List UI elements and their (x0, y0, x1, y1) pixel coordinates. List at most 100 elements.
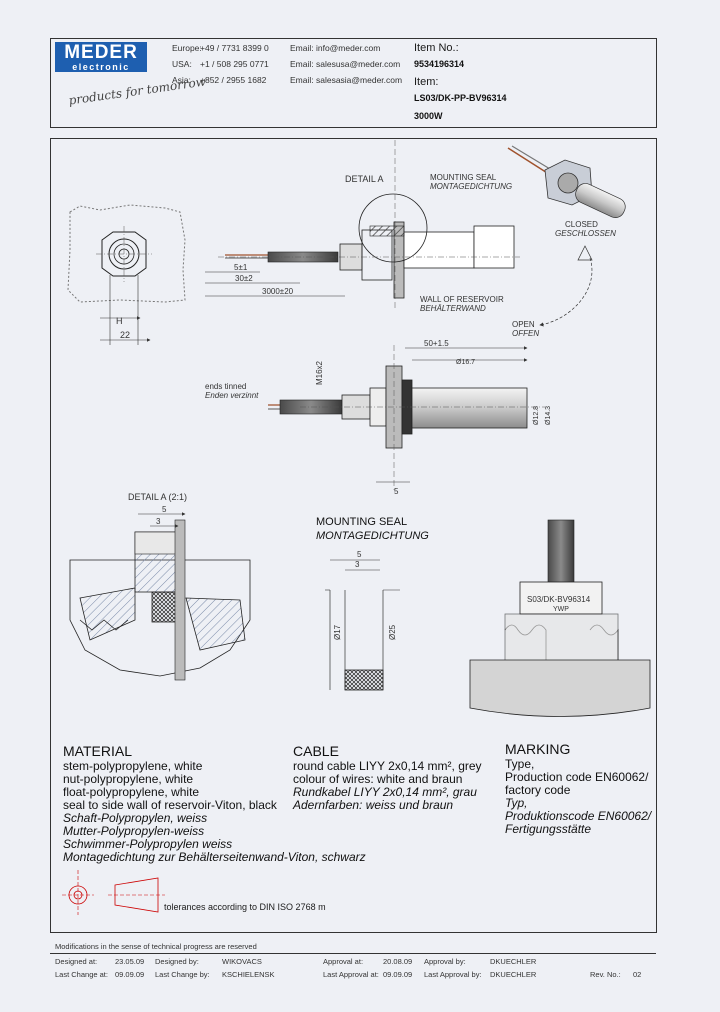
contact-europe-region: Europe: (172, 43, 202, 53)
contact-usa-region: USA: (172, 59, 192, 69)
item-value: LS03/DK-PP-BV96314 (414, 93, 507, 103)
footer-divider (50, 953, 656, 954)
contact-usa-email: Email: salesusa@meder.com (290, 59, 401, 69)
seal-dim-5: 5 (357, 550, 362, 559)
rev-label: Rev. No.: (590, 970, 621, 979)
item-no-label: Item No.: (414, 42, 459, 54)
material-line-de: Montagedichtung zur Behälterseitenwand-V… (63, 850, 366, 864)
last-approval-label: Last Approval at: (323, 970, 379, 979)
dim-22: 22 (120, 330, 130, 340)
ends-tinned: ends tinned (205, 382, 246, 391)
dim-5: 5±1 (234, 263, 248, 272)
open-label: OPEN (512, 320, 535, 329)
designed-by: WIKOVACS (222, 957, 262, 966)
cable-line: round cable LIYY 2x0,14 mm², grey (293, 759, 482, 773)
side-view-top (205, 140, 520, 310)
contact-asia-region: Asia: (172, 75, 191, 85)
marking-line: factory code (505, 783, 571, 797)
last-approval-by: DKUECHLER (490, 970, 537, 979)
dim-d1: Ø12.8 (533, 406, 540, 425)
detail-dim-5: 5 (162, 505, 167, 514)
last-approval: 09.09.09 (383, 970, 413, 979)
detail-a-scale-label: DETAIL A (2:1) (128, 492, 187, 502)
last-change-by-label: Last Change by: (155, 970, 210, 979)
tolerances-note: tolerances according to DIN ISO 2768 m (164, 902, 326, 912)
contact-asia-phone: +852 / 2955 1682 (200, 75, 267, 85)
material-title: MATERIAL (63, 743, 132, 759)
dim-30: 30±2 (235, 274, 253, 283)
mounting-seal-callout: MOUNTING SEAL (430, 173, 497, 182)
marking-line-de: Produktionscode EN60062/ (505, 809, 652, 823)
material-line: nut-polypropylene, white (63, 772, 194, 786)
material-line: stem-polypropylene, white (63, 759, 203, 773)
contact-europe-email: Email: info@meder.com (290, 43, 381, 53)
rev-value: 02 (633, 970, 642, 979)
material-line-de: Schaft-Polypropylen, weiss (63, 811, 208, 825)
mounting-seal-title: MOUNTING SEAL (316, 516, 408, 528)
approval-by: DKUECHLER (490, 957, 537, 966)
detail-dim-3: 3 (156, 517, 161, 526)
dim-m16: M16x2 (315, 360, 324, 385)
seal-dim-d17: Ø17 (333, 624, 342, 640)
material-line-de: Mutter-Polypropylen-weiss (63, 824, 205, 838)
contact-usa-phone: +1 / 508 295 0771 (200, 59, 269, 69)
marking-view (469, 519, 651, 717)
marking-title: MARKING (505, 741, 571, 757)
front-view (67, 204, 186, 345)
wall-label: WALL OF RESERVOIR (420, 295, 504, 304)
mounting-seal-title-de: MONTAGEDICHTUNG (316, 530, 429, 542)
last-approval-by-label: Last Approval by: (424, 970, 482, 979)
logo-text: MEDER (64, 42, 138, 63)
designed-by-label: Designed by: (155, 957, 199, 966)
material-line-de: Schwimmer-Polypropylen weiss (63, 837, 233, 851)
last-change-by: KSCHIELENSK (222, 970, 275, 979)
seal-dim-d25: Ø25 (388, 624, 397, 640)
mounting-seal-view (325, 559, 400, 691)
closed-label: CLOSED (565, 220, 598, 229)
last-change-label: Last Change at: (55, 970, 108, 979)
mounting-seal-callout-de: MONTAGEDICHTUNG (430, 182, 512, 191)
marking-line: Production code EN60062/ (505, 770, 649, 784)
dim-wall: 5 (394, 487, 399, 496)
wall-label-de: BEHÄLTERWAND (420, 304, 486, 313)
marking-line-de: Typ, (505, 796, 528, 810)
detail-a-label: DETAIL A (345, 174, 384, 184)
part-marking: S03/DK-BV96314 (527, 595, 591, 604)
contact-asia-email: Email: salesasia@meder.com (290, 75, 403, 85)
approval-at: 20.08.09 (383, 957, 413, 966)
cable-line: colour of wires: white and braun (293, 772, 463, 786)
approval-by-label: Approval by: (424, 957, 466, 966)
part-marking-2: YWP (553, 606, 569, 613)
marking-lines: Type, Production code EN60062/ factory c… (505, 758, 651, 836)
logo-subtext: electronic (72, 62, 130, 72)
marking-line: Type, (505, 757, 535, 771)
dim-d3: Ø16.7 (456, 359, 475, 366)
footer-note: Modifications in the sense of technical … (55, 942, 257, 951)
side-view-middle (268, 345, 545, 490)
open-label-de: OFFEN (512, 329, 539, 338)
ends-tinned-de: Enden verzinnt (205, 391, 259, 400)
meder-logo: MEDER electronic (55, 42, 147, 72)
header-box (50, 38, 657, 128)
dim-d2: Ø14.3 (545, 406, 552, 425)
dim-h: H (116, 316, 123, 326)
last-change: 09.09.09 (115, 970, 145, 979)
cable-line-de: Rundkabel LIYY 2x0,14 mm², grau (293, 785, 477, 799)
cable-line-de: Adernfarben: weiss und braun (293, 798, 454, 812)
cable-lines: round cable LIYY 2x0,14 mm², grey colour… (293, 760, 482, 812)
dim-3000: 3000±20 (262, 287, 294, 296)
item-label: Item: (414, 76, 439, 88)
item-no-value: 9534196314 (414, 59, 465, 69)
marking-line-de: Fertigungsstätte (505, 822, 592, 836)
dim-50: 50+1.5 (424, 339, 449, 348)
approval-at-label: Approval at: (323, 957, 364, 966)
material-line: seal to side wall of reservoir-Viton, bl… (63, 798, 277, 812)
material-line: float-polypropylene, white (63, 785, 200, 799)
isometric-part (507, 145, 626, 218)
material-lines: stem-polypropylene, white nut-polypropyl… (63, 760, 366, 864)
contact-europe-phone: +49 / 7731 8399 0 (200, 43, 269, 53)
designed-at: 23.05.09 (115, 957, 145, 966)
cable-title: CABLE (293, 743, 339, 759)
projection-symbol-icon (62, 870, 165, 915)
